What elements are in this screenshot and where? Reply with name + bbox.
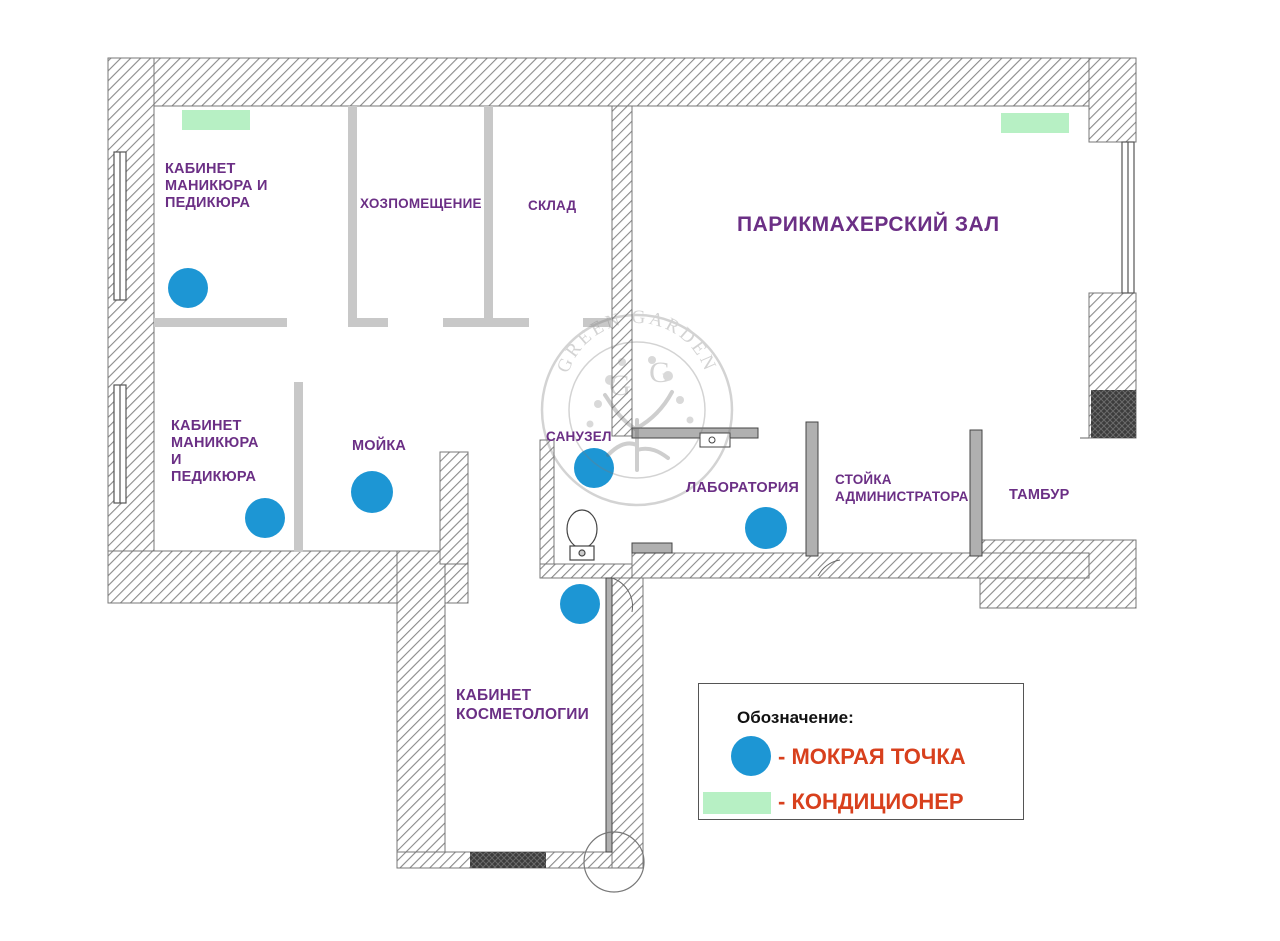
partition-manicure-horizontal xyxy=(154,318,287,327)
wall-pillar xyxy=(439,451,469,565)
door-arcs xyxy=(611,437,1089,613)
label-utility-room: ХОЗПОМЕЩЕНИЕ xyxy=(360,196,482,211)
wall-left-lower xyxy=(396,550,446,869)
wet-point-laboratory xyxy=(745,507,787,549)
wall-bathroom-left xyxy=(539,439,555,579)
wall-reception-right xyxy=(969,429,983,557)
tree-icon xyxy=(603,390,674,472)
watermark-monogram-left: G xyxy=(609,369,631,402)
label-reception: СТОЙКА АДМИНИСТРАТОРА xyxy=(835,472,969,504)
wall-reception-left xyxy=(805,421,819,557)
wet-point-wash xyxy=(351,471,393,513)
wet-point-corridor xyxy=(560,584,600,624)
label-manicure-room-bottom: КАБИНЕТ МАНИКЮРА И ПЕДИКЮРА xyxy=(171,418,259,485)
toilet-bowl xyxy=(566,509,598,549)
legend-ac-swatch xyxy=(703,792,771,814)
wall-right-upper xyxy=(1088,57,1137,143)
corner-mark xyxy=(583,831,645,893)
label-cosmetology: КАБИНЕТ КОСМЕТОЛОГИИ xyxy=(456,687,589,723)
air-conditioners xyxy=(182,110,1069,133)
wall-left xyxy=(107,57,155,604)
legend-ac-label: - КОНДИЦИОНЕР xyxy=(778,789,964,814)
windows xyxy=(113,141,1135,504)
vent-block-right xyxy=(1091,390,1136,438)
legend-wet-point-label: - МОКРАЯ ТОЧКА xyxy=(778,744,966,769)
ac-hair-salon xyxy=(1001,113,1069,133)
wall-top xyxy=(107,57,1137,107)
label-hair-salon: ПАРИКМАХЕРСКИЙ ЗАЛ xyxy=(737,213,1000,236)
label-laboratory: ЛАБОРАТОРИЯ xyxy=(686,480,799,496)
partition-utility-bottom xyxy=(348,318,388,327)
wall-bathroom-bottom xyxy=(539,563,633,579)
vent-block-bottom xyxy=(470,852,546,868)
wall-center-column xyxy=(611,105,633,437)
toilet xyxy=(566,509,598,561)
partitions xyxy=(154,106,612,552)
legend-title: Обозначение: xyxy=(737,708,854,727)
legend: Обозначение: - МОКРАЯ ТОЧКА - КОНДИЦИОНЕ… xyxy=(698,683,1024,820)
partition-storage-right xyxy=(583,318,612,327)
wall-cosmetology-inner xyxy=(605,577,613,853)
label-manicure-room-top: КАБИНЕТ МАНИКЮРА И ПЕДИКЮРА xyxy=(165,161,268,211)
label-wash-room: МОЙКА xyxy=(352,438,407,454)
wet-points xyxy=(168,268,787,624)
label-storage-room: СКЛАД xyxy=(528,198,577,213)
wall-right-cosmetology xyxy=(611,564,644,869)
label-vestibule: ТАМБУР xyxy=(1009,487,1070,503)
watermark-logo: GREEN GARDEN G G xyxy=(540,307,734,507)
legend-wet-point-swatch xyxy=(731,736,771,776)
wall-lab-door-stub xyxy=(631,542,673,554)
partition-utility-left xyxy=(348,106,357,327)
partition-wash-left xyxy=(294,382,303,552)
partition-storage-bottom xyxy=(443,318,529,327)
interior-walls xyxy=(605,421,983,853)
watermark-monogram-right: G xyxy=(649,356,671,389)
wet-point-manicure-top xyxy=(168,268,208,308)
ac-manicure xyxy=(182,110,250,130)
sink xyxy=(699,432,731,448)
partition-storage-left xyxy=(484,106,493,327)
wet-point-manicure-bottom xyxy=(245,498,285,538)
wall-lab-bottom xyxy=(631,552,1090,579)
wet-point-bathroom xyxy=(574,448,614,488)
label-bathroom: САНУЗЕЛ xyxy=(546,429,612,444)
wall-lab-top xyxy=(631,427,759,439)
